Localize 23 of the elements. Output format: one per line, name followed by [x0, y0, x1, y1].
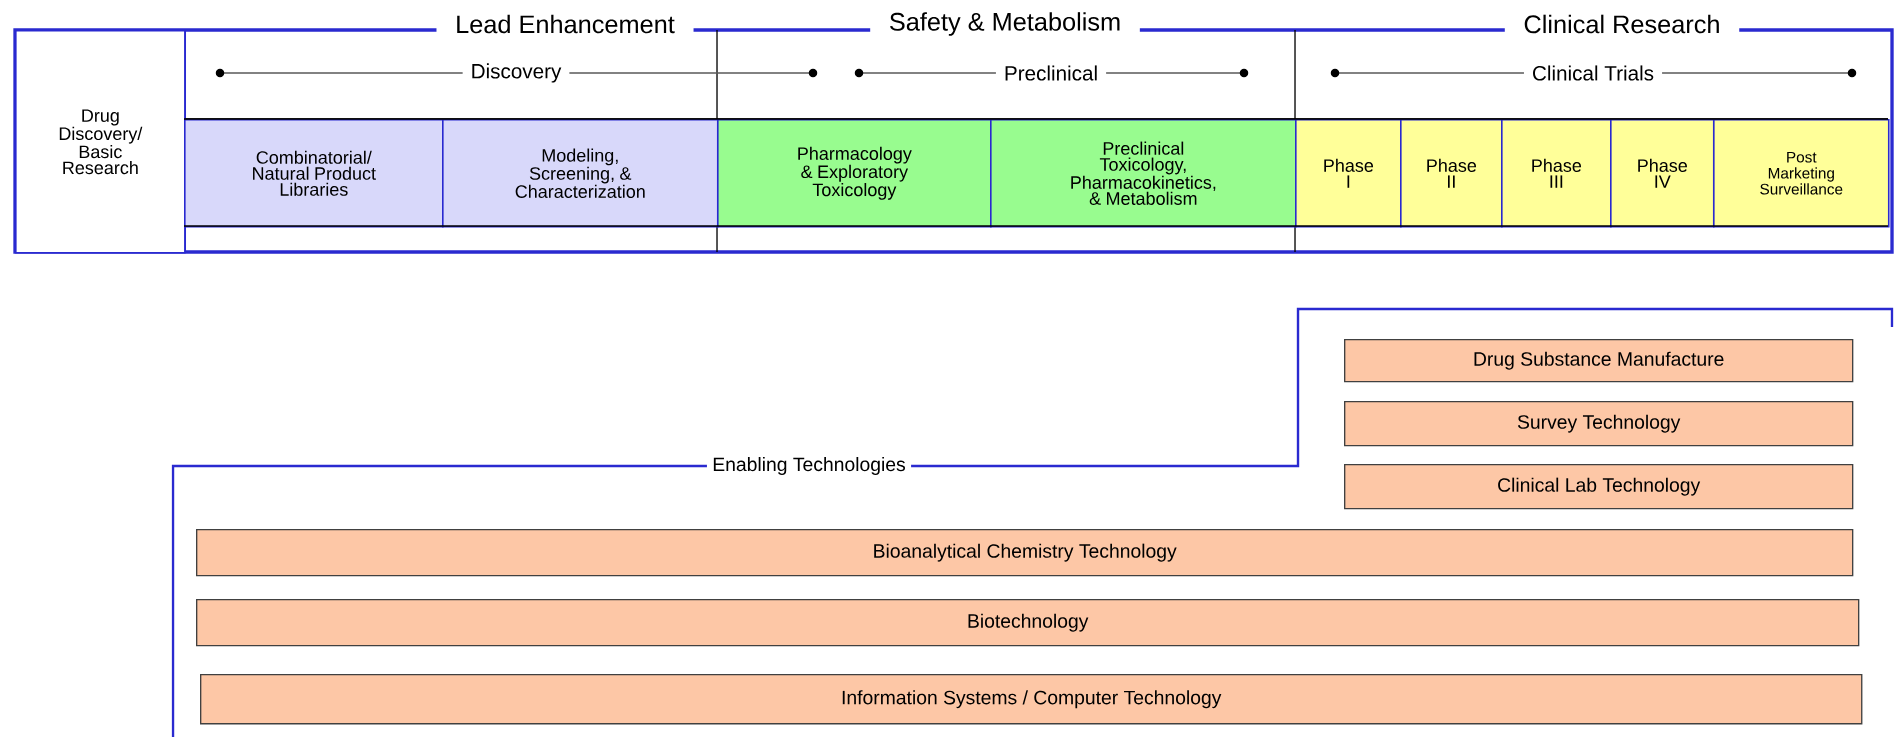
stage-box: Phase III — [1501, 119, 1612, 228]
stage-box: Drug Discovery/ Basic Research — [15, 30, 186, 254]
span-label: Preclinical — [995, 62, 1107, 84]
stage-box: Post Marketing Surveillance — [1713, 119, 1890, 228]
section-heading: Lead Enhancement — [436, 12, 694, 36]
technology-bar: Biotechnology — [196, 599, 1860, 647]
stage-box: Phase IV — [1610, 119, 1715, 228]
section-heading: Safety & Metabolism — [870, 9, 1140, 39]
stage-box: Phase II — [1400, 119, 1503, 228]
span-label: Clinical Trials — [1523, 62, 1663, 84]
stage-box: Pharmacology & Exploratory Toxicology — [717, 119, 992, 228]
technology-bar: Bioanalytical Chemistry Technology — [196, 529, 1854, 577]
stage-box: Preclinical Toxicology, Pharmacokinetics, & Metabolism — [990, 119, 1297, 228]
stage-box: Combinatorial/ Natural Product Libraries — [184, 119, 444, 228]
stage-box: Modeling, Screening, & Characterization — [442, 119, 719, 228]
technology-bar: Survey Technology — [1344, 401, 1854, 447]
technology-bar: Drug Substance Manufacture — [1344, 339, 1854, 383]
technology-bar: Information Systems / Computer Technology — [200, 674, 1863, 725]
technology-bar: Clinical Lab Technology — [1344, 464, 1854, 510]
span-label: Discovery — [462, 60, 570, 86]
section-heading: Enabling Technologies — [706, 451, 912, 481]
section-heading: Clinical Research — [1504, 12, 1740, 36]
stage-box: Phase I — [1295, 119, 1402, 228]
